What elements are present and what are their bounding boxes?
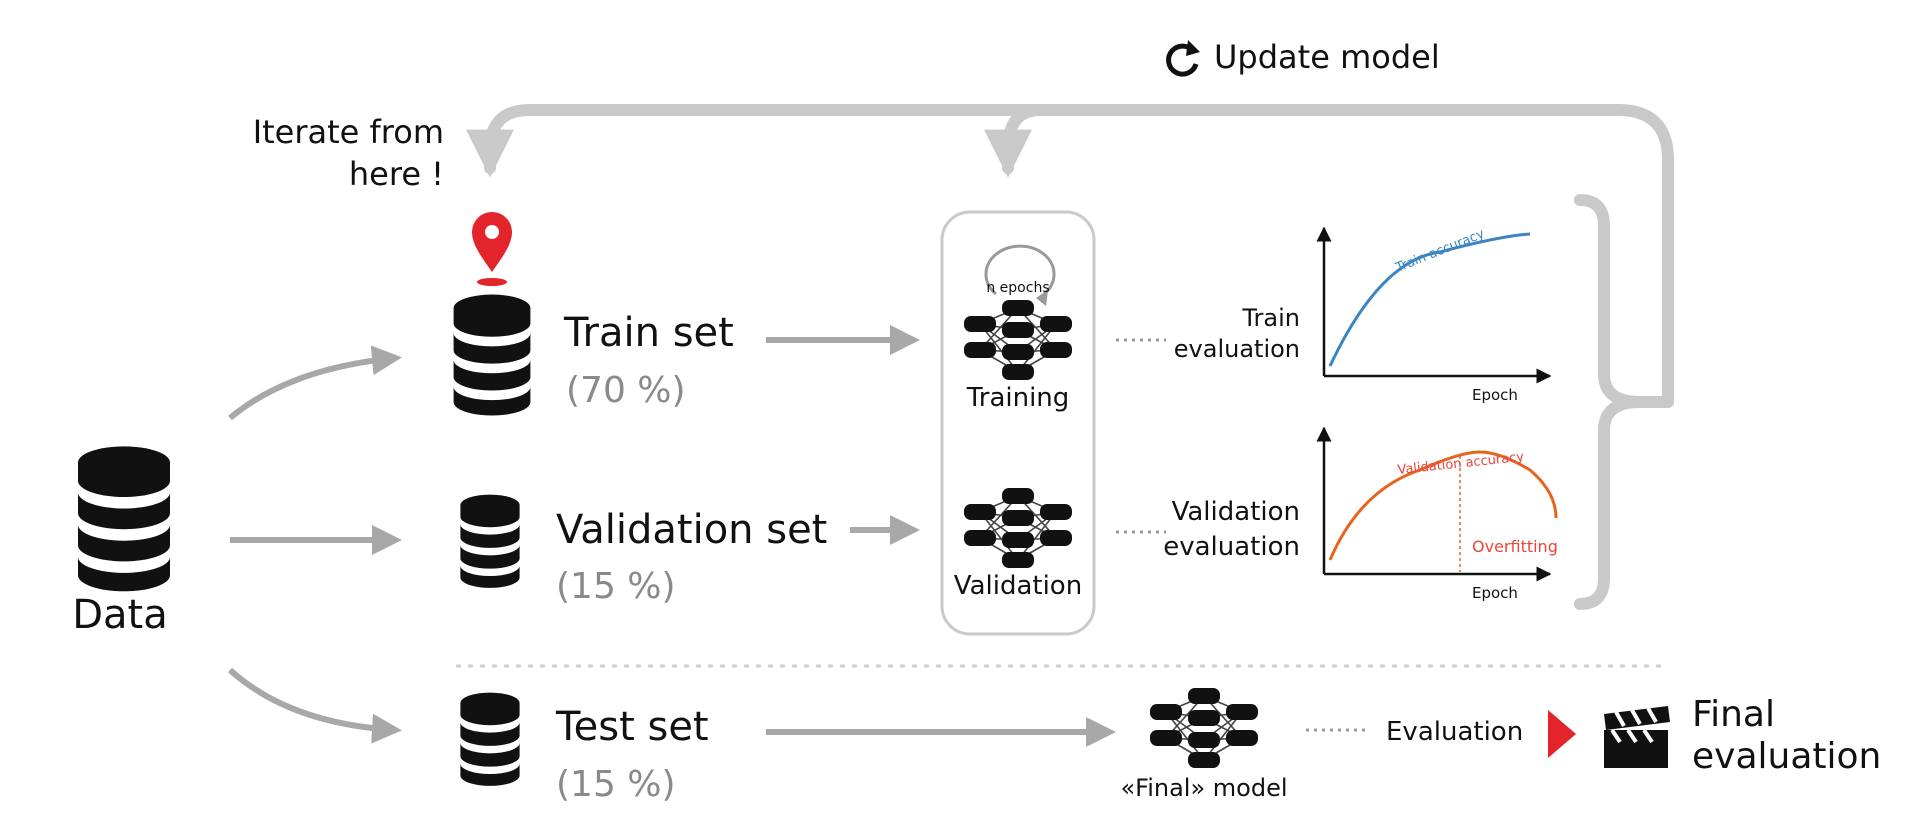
final-model-label: «Final» model [1120, 774, 1287, 802]
loop-arrow-to-training [984, 104, 1046, 178]
iterate-line2: here ! [349, 155, 444, 193]
clapperboard-icon [1604, 706, 1670, 768]
final-evaluation-line2: evaluation [1692, 736, 1881, 777]
validation-model-label: Validation [954, 571, 1082, 601]
training-label: Training [966, 383, 1070, 413]
validation-eval-line1: Validation [1172, 497, 1300, 527]
validation-set-label: Validation set [556, 507, 827, 553]
validation-accuracy-curve [1328, 450, 1558, 561]
evaluation-brace [1574, 194, 1674, 610]
model-box [940, 210, 1096, 636]
train-set-pct: (70 %) [566, 370, 686, 411]
train-eval-line2: evaluation [1174, 335, 1300, 363]
train-accuracy-curve [1328, 232, 1531, 367]
train-accuracy-label: Train accuracy [1393, 226, 1487, 276]
neural-network-icon [963, 487, 1073, 569]
test-set-label: Test set [555, 704, 709, 750]
final-evaluation-line1: Final [1692, 694, 1775, 735]
train-chart-xlabel: Epoch [1472, 386, 1518, 404]
update-model-label: Update model [1214, 38, 1440, 76]
neural-network-icon [963, 299, 1073, 381]
validation-database-icon [460, 494, 520, 588]
update-loop [466, 104, 1674, 406]
train-eval-line1: Train [1241, 304, 1300, 332]
data-database-icon [78, 446, 170, 592]
loop-arrow-to-start [466, 104, 1674, 406]
train-accuracy-chart: Train accuracy Epoch [1316, 226, 1552, 404]
refresh-icon [1166, 40, 1200, 77]
validation-chart-xlabel: Epoch [1472, 584, 1518, 602]
arrow-to-train [228, 345, 402, 421]
overfitting-label: Overfitting [1472, 537, 1558, 556]
arrow-to-test [227, 667, 402, 744]
train-database-icon [453, 294, 531, 416]
test-database-icon [460, 692, 520, 786]
train-set-label: Train set [563, 310, 734, 356]
iterate-line1: Iterate from [253, 113, 444, 151]
neural-network-icon [1149, 687, 1259, 769]
data-label: Data [72, 592, 168, 638]
play-triangle-icon [1548, 710, 1576, 758]
split-arrows [227, 345, 402, 744]
epochs-label: n epochs [986, 280, 1049, 296]
validation-accuracy-chart: Validation accuracy Overfitting Epoch [1316, 426, 1558, 602]
validation-set-pct: (15 %) [556, 566, 676, 607]
test-set-pct: (15 %) [556, 764, 676, 805]
epochs-loop-icon [984, 244, 1056, 306]
test-evaluation-label: Evaluation [1386, 717, 1523, 747]
validation-eval-line2: evaluation [1163, 532, 1300, 562]
location-pin-icon [472, 212, 512, 286]
